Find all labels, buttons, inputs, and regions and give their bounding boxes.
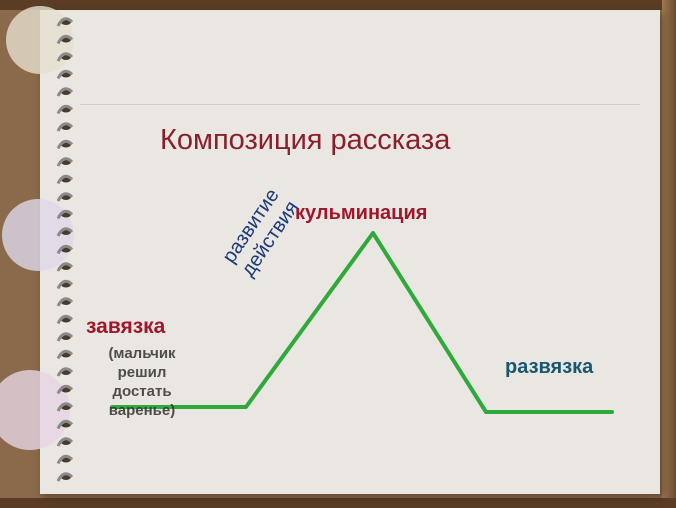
binding-ring xyxy=(56,367,74,377)
binding-ring xyxy=(56,402,74,412)
spiral-binding xyxy=(0,6,74,482)
diagram-title: Композиция рассказа xyxy=(160,124,451,156)
binding-ring xyxy=(56,384,74,395)
binding-ring xyxy=(56,209,74,220)
exposition-label: завязка xyxy=(86,315,166,338)
binding-ring xyxy=(56,17,74,27)
binding-ring xyxy=(56,314,74,325)
decor-circle-middle xyxy=(2,199,74,271)
exposition-note-line-3: достать xyxy=(112,383,172,400)
binding-ring xyxy=(56,262,74,272)
binding-ring xyxy=(56,227,74,237)
binding-ring xyxy=(56,157,74,167)
culmination-label: кульминация xyxy=(295,202,428,224)
exposition-note: (мальчик решил достать варенье) xyxy=(88,344,196,420)
binding-ring xyxy=(56,454,74,465)
binding-ring xyxy=(56,437,74,447)
binding-ring xyxy=(56,332,74,342)
binding-ring xyxy=(56,244,74,255)
binding-ring xyxy=(56,69,74,80)
exposition-note-line-4: варенье) xyxy=(108,402,176,419)
binding-ring xyxy=(56,192,74,202)
binding-ring xyxy=(56,472,74,482)
binding-ring xyxy=(56,34,74,45)
binding-ring xyxy=(56,104,74,115)
exposition-note-line-1: (мальчик xyxy=(108,345,176,362)
frame-top xyxy=(0,0,676,10)
binding-ring xyxy=(56,52,74,62)
binding-ring xyxy=(56,122,74,132)
binding-ring xyxy=(56,139,74,150)
plot-line xyxy=(110,231,614,414)
decor-circle-top xyxy=(6,6,74,74)
page-rule-line xyxy=(80,104,640,105)
frame-right xyxy=(662,0,676,508)
frame-bottom xyxy=(0,498,676,508)
binding-ring xyxy=(56,174,74,185)
spiral-rings xyxy=(56,17,74,482)
binding-ring xyxy=(56,349,74,360)
binding-ring xyxy=(56,279,74,290)
binding-ring xyxy=(56,419,74,430)
binding-ring xyxy=(56,87,74,97)
exposition-note-line-2: решил xyxy=(117,364,167,381)
binding-ring xyxy=(56,297,74,307)
decor-circle-bottom xyxy=(0,370,70,450)
denouement-label: развязка xyxy=(505,356,594,378)
